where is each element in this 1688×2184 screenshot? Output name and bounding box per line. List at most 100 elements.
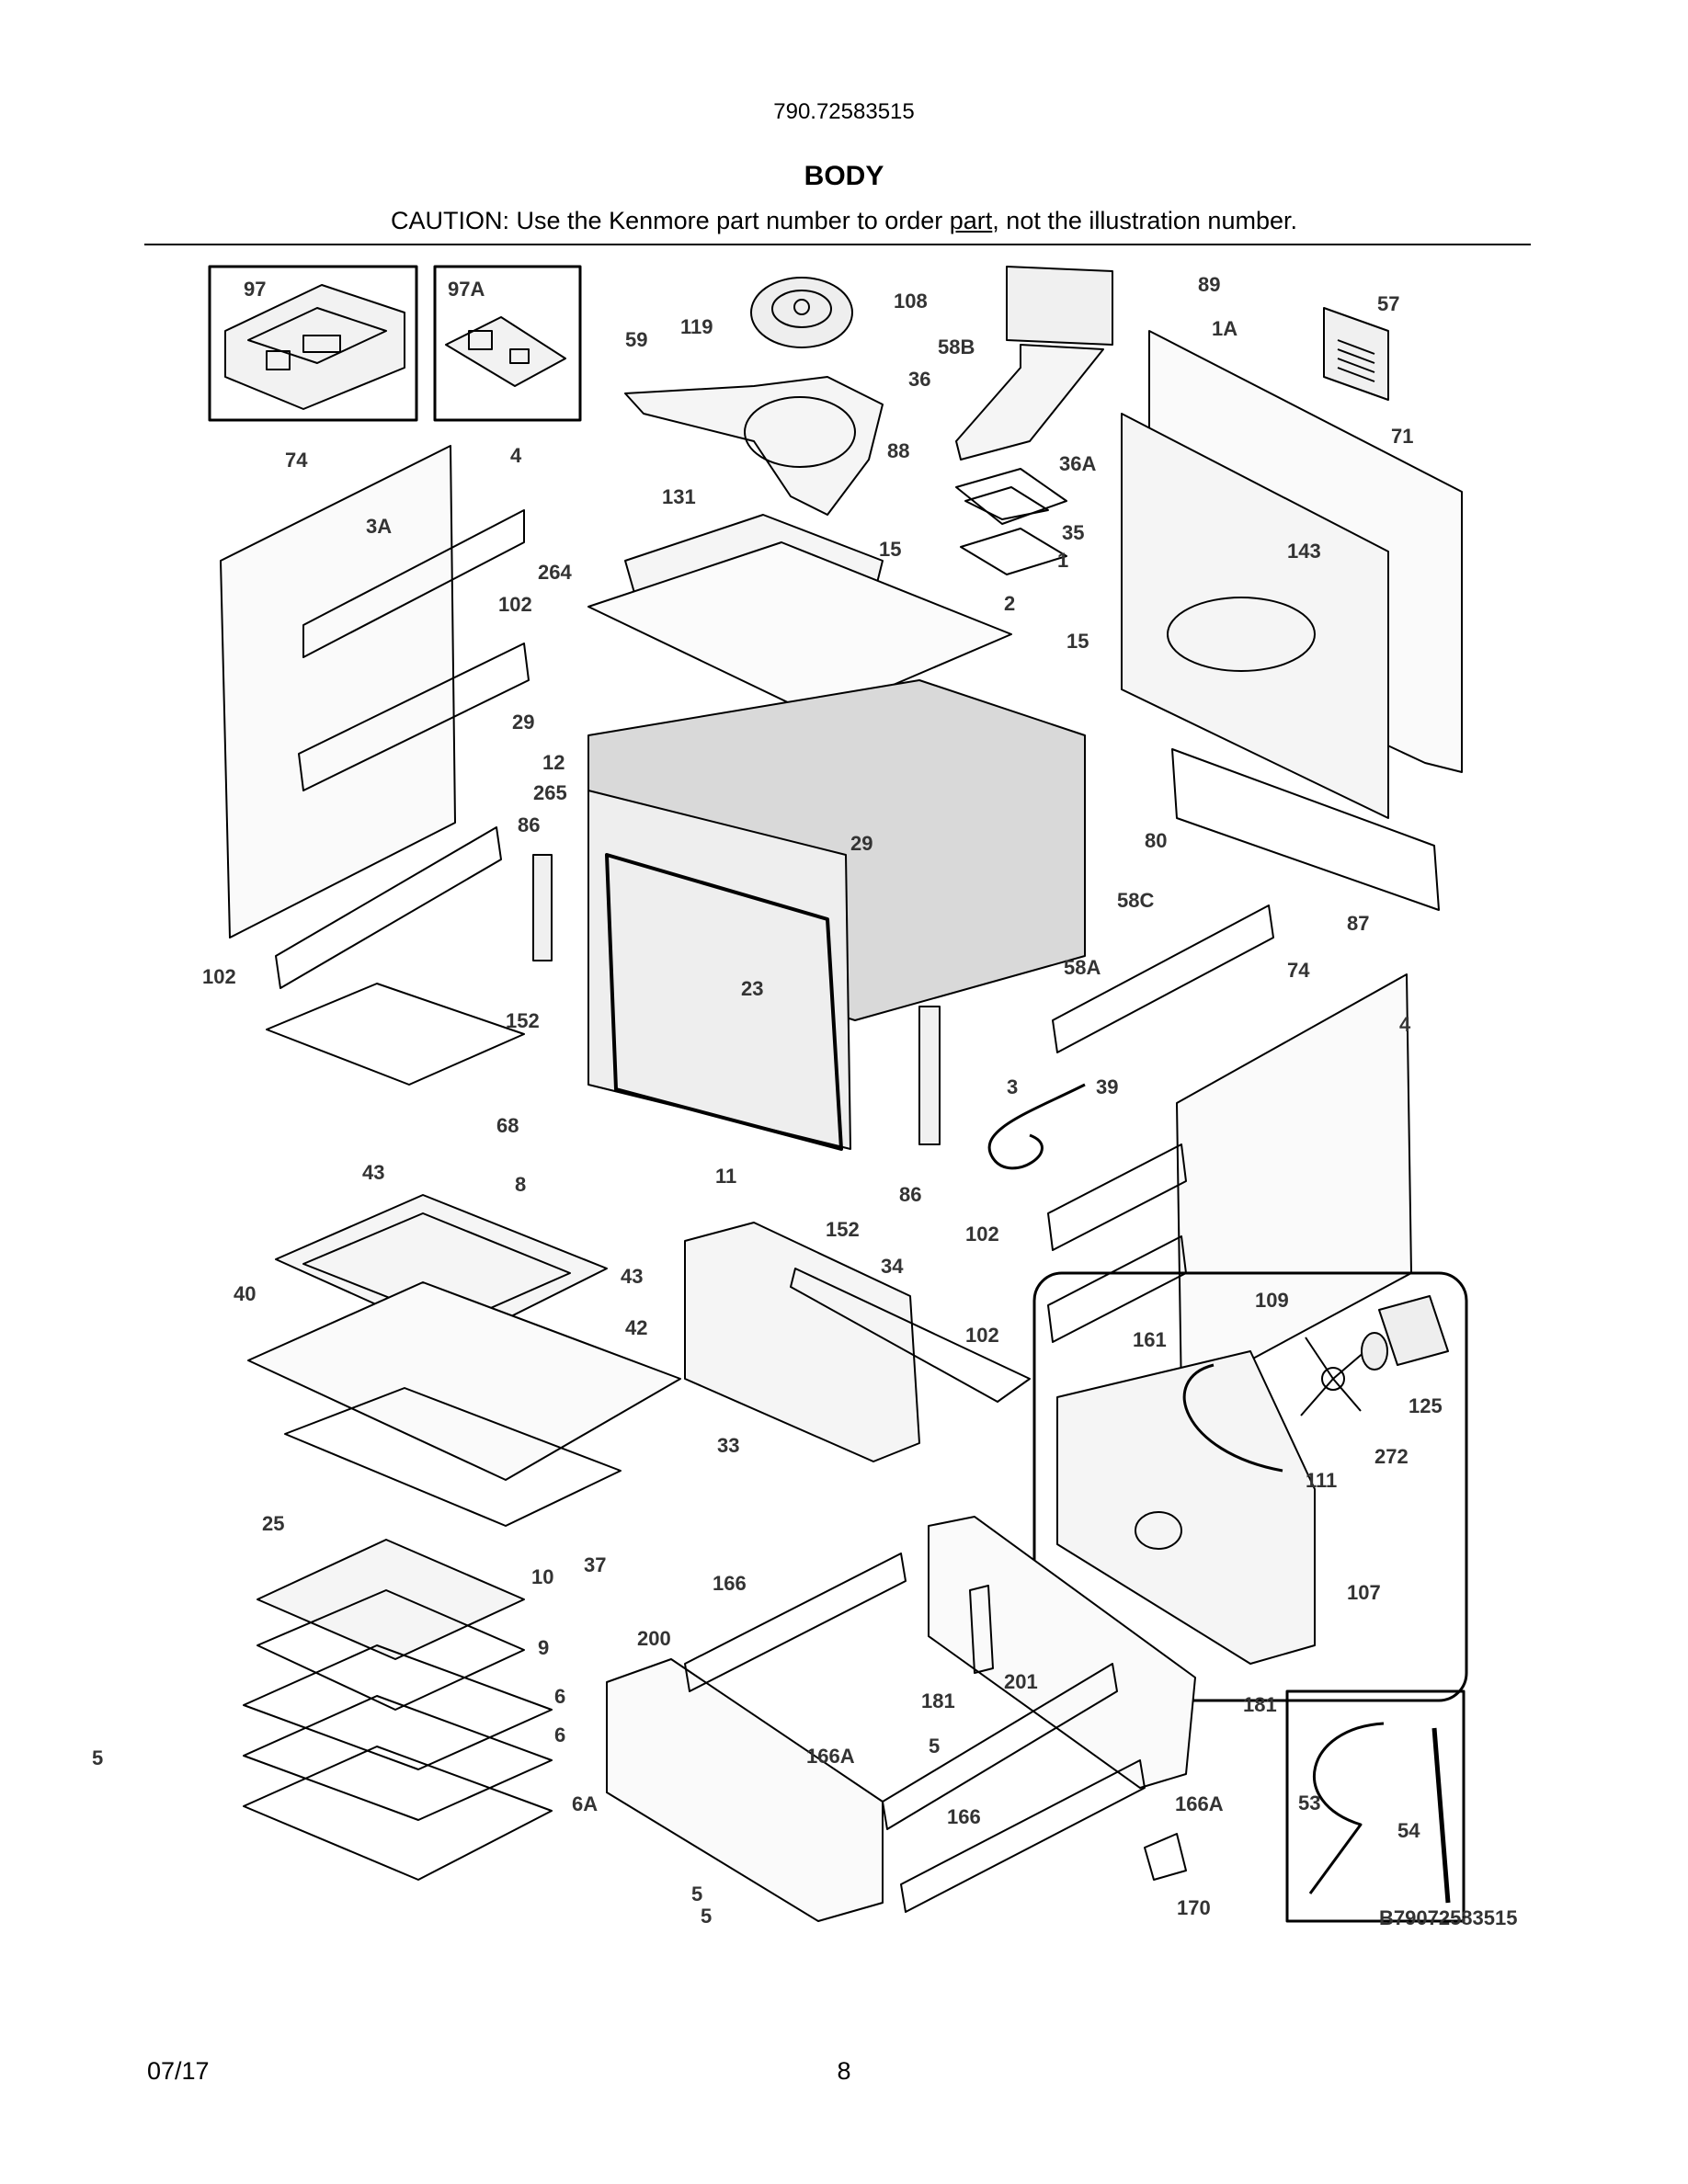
callout-label: 201 xyxy=(1004,1670,1038,1693)
inset-box-probe xyxy=(1285,1689,1466,1923)
rail-102-right-upper xyxy=(1047,1143,1187,1251)
caution-text: CAUTION: Use the Kenmore part number to … xyxy=(0,207,1688,235)
callout-label: 2 xyxy=(1004,592,1015,615)
broiler-pan-9 xyxy=(257,1589,525,1711)
probe-jack-54 xyxy=(1431,1727,1451,1904)
callout-label: 36 xyxy=(908,368,930,391)
callout-label: 9 xyxy=(538,1636,549,1659)
rail-166-lower xyxy=(882,1663,1118,1830)
section-title: BODY xyxy=(804,161,884,191)
callout-label: 265 xyxy=(533,781,567,804)
drawing-number: B79072583515 xyxy=(1379,1906,1517,1929)
callout-label: 87 xyxy=(1347,912,1369,935)
callout-label: 272 xyxy=(1374,1445,1409,1468)
control-board-97a xyxy=(445,316,566,387)
control-board-97 xyxy=(224,284,405,410)
panel-33 xyxy=(684,1222,920,1462)
callout-label: 1A xyxy=(1212,317,1237,340)
callout-label: 43 xyxy=(362,1161,384,1184)
callout-label: 5 xyxy=(691,1883,702,1905)
callout-label: 152 xyxy=(826,1218,860,1241)
callout-label: 15 xyxy=(879,538,901,561)
callout-label: 97A xyxy=(448,278,485,301)
bracket-68 xyxy=(266,983,525,1086)
rail-3-right xyxy=(1052,904,1274,1053)
callout-label: 8 xyxy=(515,1173,526,1196)
callout-label: 12 xyxy=(542,751,565,774)
foot-bracket-170 xyxy=(1144,1833,1187,1881)
header-divider xyxy=(144,244,1531,245)
callout-label: 86 xyxy=(899,1183,921,1206)
rail-102-lower-left xyxy=(275,826,502,989)
hinge-86-right xyxy=(918,1006,941,1145)
callout-label: 10 xyxy=(531,1565,553,1588)
oven-rack-6-lower xyxy=(243,1695,553,1821)
model-number: 790.72583515 xyxy=(773,99,915,124)
blower-housing-59 xyxy=(624,376,884,516)
callout-label: 23 xyxy=(741,977,763,1000)
callout-label: 125 xyxy=(1409,1394,1443,1417)
oven-cavity-58a xyxy=(587,790,851,1150)
callout-label: 181 xyxy=(1243,1693,1277,1716)
drawer-bottom-25 xyxy=(284,1387,622,1527)
callout-label: 29 xyxy=(850,832,873,855)
callout-label: 119 xyxy=(680,315,713,338)
callout-label: 107 xyxy=(1347,1581,1381,1604)
vent-duct-36 xyxy=(955,266,1113,461)
callout-label: 6 xyxy=(554,1685,565,1708)
callout-label: 25 xyxy=(262,1512,284,1535)
callout-label: 166A xyxy=(1175,1792,1224,1815)
callout-label: 97 xyxy=(244,278,266,301)
callout-label: 5 xyxy=(929,1735,940,1757)
rail-166a-lower xyxy=(900,1759,1146,1913)
callout-label: 71 xyxy=(1391,425,1413,448)
rail-166-upper xyxy=(684,1553,907,1692)
callout-label: 57 xyxy=(1377,292,1399,315)
callout-label: 4 xyxy=(510,444,522,467)
trim-34 xyxy=(790,1268,1031,1403)
callout-label: 3 xyxy=(1007,1075,1018,1098)
callout-label: 131 xyxy=(662,485,696,508)
callout-label: 111 xyxy=(1306,1469,1337,1492)
callout-label: 15 xyxy=(1066,630,1089,653)
blower-fan-108 xyxy=(750,277,853,348)
drawer-liner-42 xyxy=(247,1281,681,1481)
rail-102-upper-left xyxy=(298,643,530,791)
callout-label: 88 xyxy=(887,439,909,462)
callout-label: 4 xyxy=(1399,1013,1411,1036)
footer-date: 07/17 xyxy=(147,2057,210,2085)
callout-label: 5 xyxy=(92,1746,103,1769)
oven-rack-6a xyxy=(243,1746,553,1881)
inset-box-97 xyxy=(208,265,418,422)
callout-label: 89 xyxy=(1198,273,1220,296)
convection-cover-107 xyxy=(1056,1350,1316,1665)
callout-label: 42 xyxy=(625,1316,647,1339)
callout-label: 109 xyxy=(1255,1289,1289,1312)
top-panel-2 xyxy=(587,541,1012,718)
callout-label: 68 xyxy=(496,1114,519,1137)
callout-label: 37 xyxy=(584,1553,606,1576)
callout-label: 35 xyxy=(1062,521,1084,544)
callout-label: 58C xyxy=(1117,889,1154,912)
parts-diagram: 9797A108119598958B361A57717448836A131353… xyxy=(92,265,1517,1929)
callout-label: 33 xyxy=(717,1434,739,1457)
fan-blade-109 xyxy=(1300,1337,1366,1416)
meat-probe-53 xyxy=(1308,1722,1385,1894)
callout-label: 1 xyxy=(1057,549,1068,572)
element-161 xyxy=(1182,1363,1283,1473)
callout-label: 36A xyxy=(1059,452,1096,475)
callout-label: 5 xyxy=(701,1905,712,1928)
callout-label: 102 xyxy=(498,593,532,616)
callout-label: 6 xyxy=(554,1723,565,1746)
caution-suffix: , not the illustration number. xyxy=(992,207,1297,234)
callout-label: 80 xyxy=(1145,829,1167,852)
fan-motor-125 xyxy=(1378,1295,1449,1366)
back-panel-1 xyxy=(1121,413,1389,819)
callout-label: 58B xyxy=(938,336,975,358)
callout-label: 6A xyxy=(572,1792,598,1815)
footer-page-number: 8 xyxy=(837,2057,851,2085)
callout-label: 40 xyxy=(234,1282,256,1305)
rail-3a xyxy=(302,509,525,658)
rail-102-right-lower xyxy=(1047,1235,1187,1343)
inset-box-97a xyxy=(433,265,582,422)
